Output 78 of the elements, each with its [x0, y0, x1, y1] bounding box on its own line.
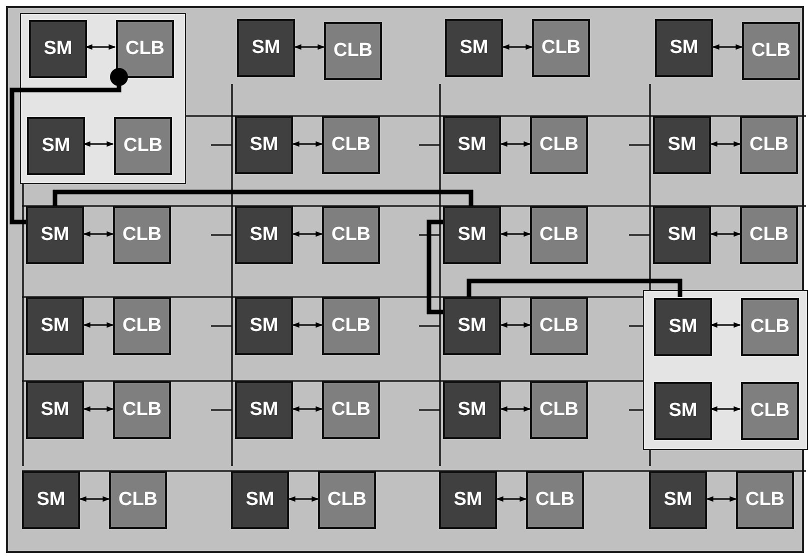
double-arrow [710, 406, 741, 412]
switch-matrix-block: SM [26, 206, 84, 264]
switch-matrix-block: SM [655, 19, 713, 77]
double-arrow [83, 406, 114, 412]
logic-block: CLB [324, 22, 382, 80]
double-arrow [496, 496, 527, 502]
logic-block: CLB [322, 116, 380, 174]
highlight-region [643, 290, 808, 450]
logic-block: CLB [742, 22, 800, 80]
switch-matrix-block: SM [653, 206, 711, 264]
switch-matrix-block: SM [29, 20, 87, 78]
double-arrow [712, 44, 743, 50]
switch-matrix-block: SM [439, 471, 497, 529]
double-arrow [502, 44, 533, 50]
double-arrow [710, 322, 741, 328]
switch-matrix-block: SM [26, 381, 84, 439]
logic-block: CLB [532, 19, 590, 77]
logic-block: CLB [741, 382, 799, 440]
logic-block: CLB [113, 206, 171, 264]
double-arrow [706, 496, 737, 502]
double-arrow [288, 496, 319, 502]
double-arrow [500, 141, 531, 147]
logic-block: CLB [113, 297, 171, 355]
logic-block: CLB [530, 206, 588, 264]
double-arrow [83, 322, 114, 328]
switch-matrix-block: SM [235, 116, 293, 174]
switch-matrix-block: SM [649, 471, 707, 529]
logic-block: CLB [113, 381, 171, 439]
logic-block: CLB [109, 471, 167, 529]
double-arrow [710, 141, 741, 147]
double-arrow [292, 406, 323, 412]
routed-path [426, 220, 443, 314]
switch-matrix-block: SM [231, 471, 289, 529]
logic-block: CLB [530, 381, 588, 439]
logic-block: CLB [322, 381, 380, 439]
logic-block: CLB [318, 471, 376, 529]
switch-matrix-block: SM [443, 206, 501, 264]
switch-matrix-block: SM [235, 206, 293, 264]
double-arrow [500, 406, 531, 412]
logic-block: CLB [740, 116, 798, 174]
switch-matrix-block: SM [654, 298, 712, 356]
double-arrow [83, 141, 114, 147]
switch-matrix-block: SM [27, 117, 85, 175]
switch-matrix-block: SM [22, 471, 80, 529]
switch-matrix-block: SM [445, 19, 503, 77]
double-arrow [294, 44, 325, 50]
logic-block: CLB [526, 471, 584, 529]
routed-path [466, 278, 682, 297]
logic-block: CLB [530, 116, 588, 174]
switch-matrix-block: SM [235, 381, 293, 439]
switch-matrix-block: SM [443, 381, 501, 439]
routed-path [52, 190, 474, 206]
logic-block: CLB [736, 471, 794, 529]
double-arrow [292, 231, 323, 237]
logic-block: CLB [114, 117, 172, 175]
routed-path [10, 68, 128, 224]
logic-block: CLB [740, 206, 798, 264]
logic-block: CLB [741, 298, 799, 356]
double-arrow [500, 231, 531, 237]
double-arrow [710, 231, 741, 237]
switch-matrix-block: SM [237, 19, 295, 77]
double-arrow [292, 322, 323, 328]
switch-matrix-block: SM [26, 297, 84, 355]
logic-block: CLB [322, 206, 380, 264]
double-arrow [85, 44, 116, 50]
highlight-region [20, 13, 186, 184]
double-arrow [83, 231, 114, 237]
double-arrow [500, 322, 531, 328]
switch-matrix-block: SM [235, 297, 293, 355]
switch-matrix-block: SM [443, 297, 501, 355]
switch-matrix-block: SM [654, 382, 712, 440]
double-arrow [292, 141, 323, 147]
switch-matrix-block: SM [653, 116, 711, 174]
switch-matrix-block: SM [443, 116, 501, 174]
logic-block: CLB [322, 297, 380, 355]
logic-block: CLB [116, 20, 174, 78]
logic-block: CLB [530, 297, 588, 355]
double-arrow [79, 496, 110, 502]
